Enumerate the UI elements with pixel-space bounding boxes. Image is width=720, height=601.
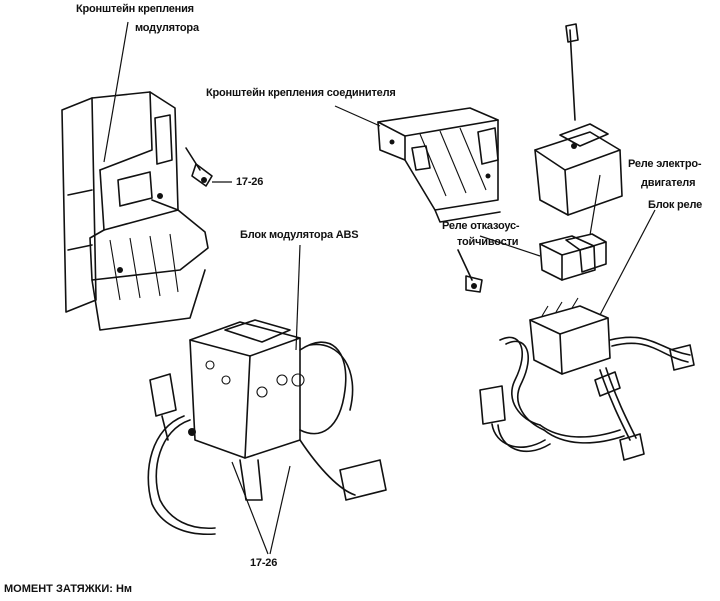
label-failsafe-relay-line2: тойчивости [457, 236, 519, 248]
label-abs-modulator: Блок модулятора ABS [240, 229, 359, 241]
label-relay-block: Блок реле [648, 199, 703, 211]
relay-block-drawing [479, 297, 695, 461]
bolt-upper-left [185, 147, 213, 187]
connector-bracket-drawing [377, 107, 501, 223]
failsafe-relay-drawing [539, 233, 607, 281]
label-connector-bracket: Кронштейн крепления соединителя [206, 87, 396, 99]
torque-units-note: МОМЕНТ ЗАТЯЖКИ: Нм [4, 583, 133, 595]
label-torque-lower: 17-26 [250, 557, 278, 569]
label-modulator-bracket-line2: модулятора [135, 22, 199, 34]
abs-modulator-drawing [147, 319, 387, 536]
label-failsafe-relay-line1: Реле отказоус- [442, 220, 520, 232]
label-modulator-bracket-line1: Кронштейн крепления [76, 3, 194, 15]
bolt-middle [457, 249, 483, 293]
motor-relay-drawing [534, 23, 623, 216]
modulator-bracket-drawing [61, 91, 209, 331]
label-motor-relay-line1: Реле электро- [628, 158, 702, 170]
label-torque-upper: 17-26 [236, 176, 264, 188]
label-motor-relay-line2: двигателя [641, 177, 696, 189]
leader-lines [103, 21, 656, 555]
